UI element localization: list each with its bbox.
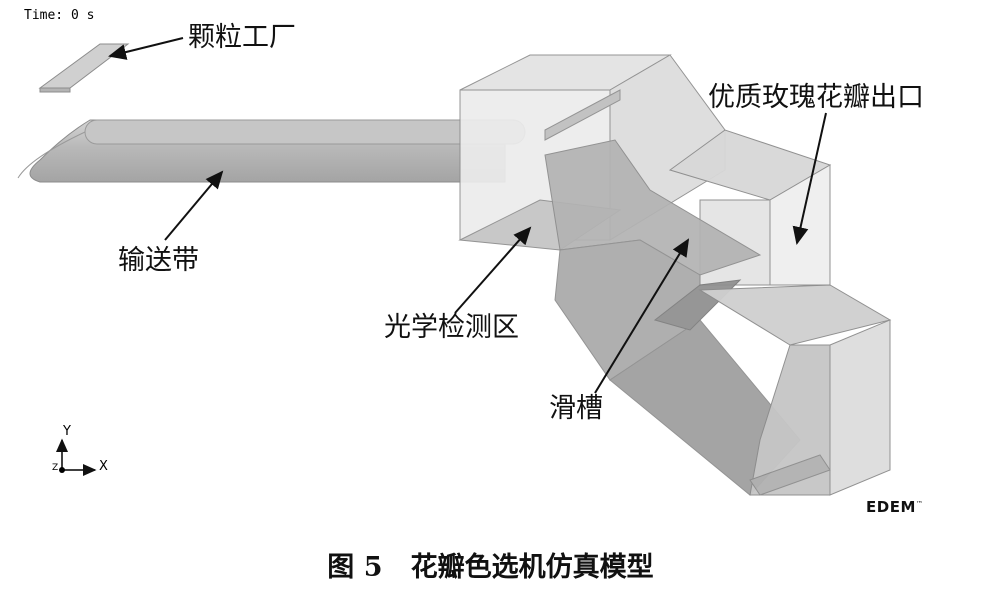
optical-detection-box [458,54,726,251]
arrow-chute [594,238,690,394]
simulation-viewport[interactable]: Time: 0 s [0,0,981,540]
axis-z-label: Z [52,463,59,473]
label-particle-factory: 颗粒工厂 [188,22,296,53]
label-conveyor-belt: 输送带 [118,245,199,276]
axis-triad [56,438,97,476]
label-quality-petal-outlet: 优质玫瑰花瓣出口 [708,82,924,113]
reject-box [698,284,892,496]
axis-y-label: Y [63,424,71,439]
edem-logo: EDEM™ [866,498,924,516]
chute [544,139,801,496]
scene-canvas [17,37,892,496]
conveyor-belt [17,119,526,183]
label-optical-detection-zone: 光学检测区 [384,312,519,343]
arrow-conveyor-belt [164,170,224,241]
particle-factory-plate [38,43,130,93]
arrow-optical-detection [454,226,532,314]
axis-x-label: X [99,459,108,474]
arrow-quality-outlet [792,112,827,245]
time-readout: Time: 0 s [24,8,95,23]
label-chute: 滑槽 [549,393,603,424]
figure-caption: 图 5 花瓣色选机仿真模型 [327,552,654,583]
arrow-particle-factory [108,37,184,60]
